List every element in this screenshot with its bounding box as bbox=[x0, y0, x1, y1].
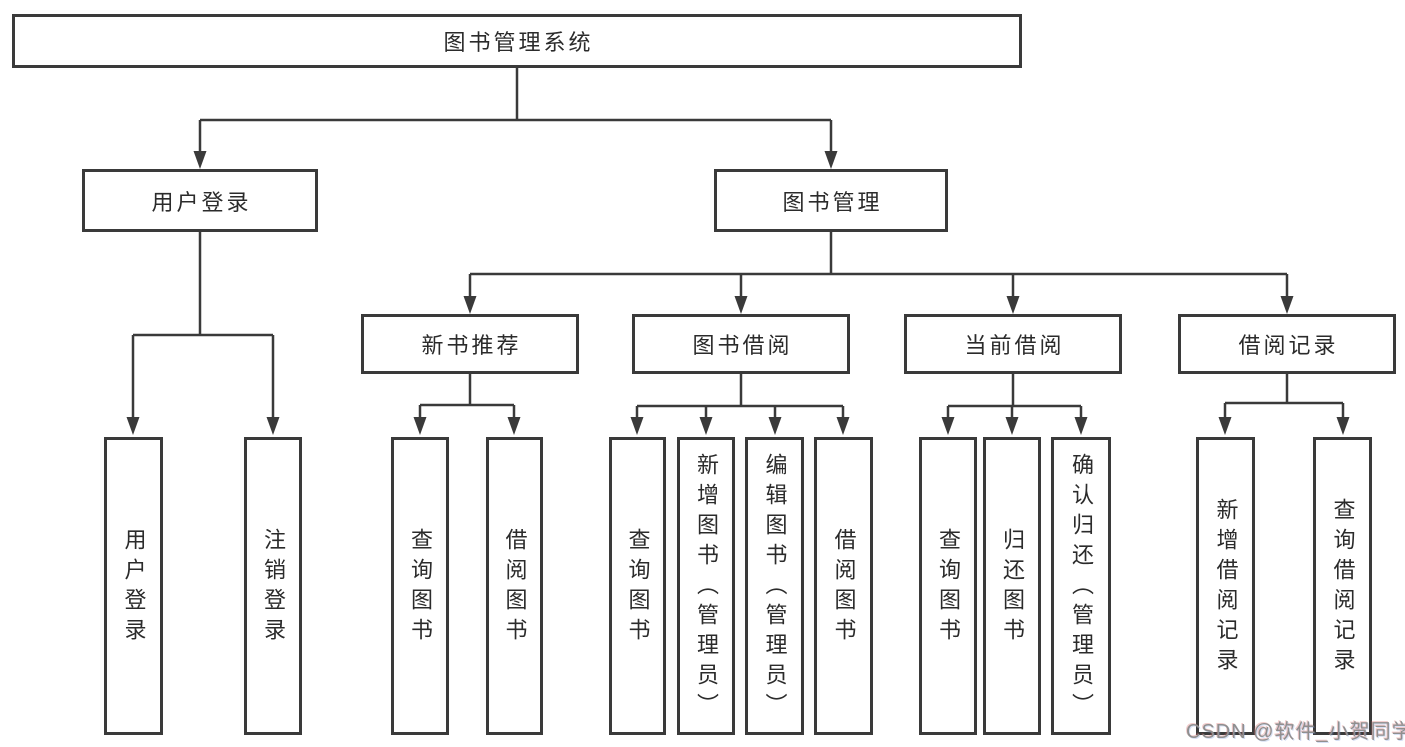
leaf-return-books-label: 归还图书 bbox=[1000, 528, 1025, 648]
leaf-borrow-books-label: 借阅图书 bbox=[831, 528, 857, 648]
node-current-borrowing-label: 当前借阅 bbox=[964, 333, 1065, 358]
leaf-logout-label: 注销登录 bbox=[261, 528, 286, 648]
leaf-query-books-recommend-label: 查询图书 bbox=[408, 528, 433, 648]
connector-arrow-group bbox=[126, 151, 1350, 435]
leaf-query-borrow-record-label: 查询借阅记录 bbox=[1330, 498, 1356, 678]
node-current-borrowing: 当前借阅 bbox=[904, 314, 1122, 374]
leaf-borrow-books: 借阅图书 bbox=[814, 437, 873, 735]
node-library-system: 图书管理系统 bbox=[12, 14, 1022, 68]
leaf-query-books-recommend: 查询图书 bbox=[391, 437, 449, 735]
leaf-add-borrow-record: 新增借阅记录 bbox=[1196, 437, 1255, 735]
leaf-user-login-label: 用户登录 bbox=[121, 528, 147, 648]
connector-line-group bbox=[131, 66, 1345, 419]
leaf-add-books-admin: 新增图书（管理员） bbox=[677, 437, 735, 735]
leaf-query-books-current-label: 查询图书 bbox=[936, 528, 961, 648]
node-user-login-label: 用户登录 bbox=[151, 189, 252, 215]
node-book-borrowing-label: 图书借阅 bbox=[692, 333, 793, 358]
leaf-edit-books-admin: 编辑图书（管理员） bbox=[745, 437, 804, 735]
node-book-management-label: 图书管理 bbox=[782, 189, 883, 215]
leaf-confirm-return-admin: 确认归还（管理员） bbox=[1051, 437, 1111, 735]
node-library-system-label: 图书管理系统 bbox=[443, 30, 594, 55]
leaf-query-borrow-record: 查询借阅记录 bbox=[1313, 437, 1372, 735]
leaf-add-books-admin-label: 新增图书（管理员） bbox=[694, 453, 719, 723]
leaf-edit-books-admin-label: 编辑图书（管理员） bbox=[762, 453, 788, 723]
leaf-logout: 注销登录 bbox=[244, 437, 302, 735]
node-user-login: 用户登录 bbox=[82, 169, 318, 232]
leaf-user-login: 用户登录 bbox=[104, 437, 163, 735]
node-new-book-recommend-label: 新书推荐 bbox=[421, 333, 522, 358]
leaf-return-books: 归还图书 bbox=[983, 437, 1041, 735]
node-borrowing-records: 借阅记录 bbox=[1178, 314, 1396, 374]
leaf-confirm-return-admin-label: 确认归还（管理员） bbox=[1069, 453, 1094, 723]
node-borrowing-records-label: 借阅记录 bbox=[1238, 333, 1339, 358]
leaf-borrow-books-recommend: 借阅图书 bbox=[486, 437, 543, 735]
leaf-borrow-books-recommend-label: 借阅图书 bbox=[502, 528, 528, 648]
node-new-book-recommend: 新书推荐 bbox=[361, 314, 579, 374]
leaf-query-books-borrowing: 查询图书 bbox=[609, 437, 666, 735]
leaf-query-books-current: 查询图书 bbox=[919, 437, 977, 735]
leaf-add-borrow-record-label: 新增借阅记录 bbox=[1213, 498, 1239, 678]
leaf-query-books-borrowing-label: 查询图书 bbox=[625, 528, 651, 648]
node-book-management: 图书管理 bbox=[714, 169, 948, 232]
csdn-watermark: CSDN @软件_小贺同学 bbox=[1186, 721, 1405, 743]
node-book-borrowing: 图书借阅 bbox=[632, 314, 850, 374]
